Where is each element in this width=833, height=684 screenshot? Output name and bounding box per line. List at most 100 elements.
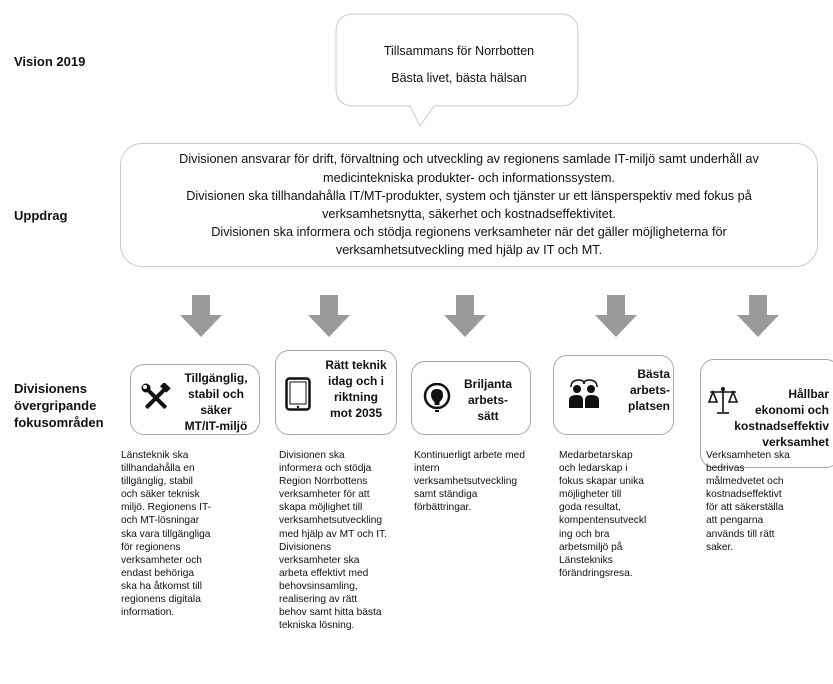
vision-line-1: Tillsammans för Norrbotten — [383, 44, 535, 58]
focus-areas-label: Divisionens övergripande fokusområden — [14, 380, 104, 431]
desc-line: information. — [121, 607, 175, 619]
desc-line: realisering av rätt — [279, 594, 358, 606]
desc-line: kostnadseffektivt — [706, 489, 782, 501]
desc-line: och säker teknisk — [121, 489, 200, 501]
desc-line: ing och bra — [559, 528, 610, 540]
tablet-icon — [285, 377, 311, 411]
desc-line: intern — [414, 463, 440, 475]
lightbulb-icon — [423, 383, 451, 412]
title-line: Briljanta — [463, 377, 512, 391]
title-line: stabil och — [187, 387, 244, 401]
title-line: arbets- — [629, 383, 670, 397]
focus-card-basta-arbetsplatsen: Bästa arbets- platsen — [553, 355, 674, 435]
desc-line: Länsteknik ska — [121, 450, 189, 461]
desc-line: verksamheter och — [121, 554, 202, 566]
vision-callout — [335, 13, 579, 127]
focus-card-tillganglig: Tillgänglig, stabil och säker MT/IT-milj… — [130, 364, 260, 435]
title-line: platsen — [627, 399, 670, 413]
down-arrow-icon — [595, 295, 637, 337]
desc-line: tillgänglig, stabil — [121, 476, 193, 488]
focus-description: Verksamheten ska bedrivas målmedvetet oc… — [706, 449, 826, 554]
focus-description: Divisionen ska informera och stödja Regi… — [279, 449, 409, 632]
desc-line: bedrivas — [706, 463, 745, 475]
uppdrag-box: Divisionen ansvarar för drift, förvaltni… — [120, 143, 818, 267]
desc-line: ska ha åtkomst till — [121, 580, 202, 592]
title-line: verksamhet — [762, 435, 829, 449]
desc-line: verksamheter ska — [279, 554, 360, 566]
focus-card-briljanta: Briljanta arbets- sätt — [411, 361, 531, 435]
desc-line: behovsinsamling, — [279, 580, 358, 592]
desc-line: verksamhetsutveckling — [279, 515, 383, 527]
scales-icon — [707, 387, 739, 414]
focus-label-line: övergripande — [14, 398, 97, 413]
uppdrag-line: verksamhetsutveckling med hjälp av IT oc… — [335, 243, 603, 258]
desc-line: ska vara tillgängliga — [121, 528, 211, 540]
down-arrow-icon — [308, 295, 350, 337]
desc-line: förändringsresa. — [559, 567, 633, 579]
desc-line: informera och stödja — [279, 463, 372, 475]
desc-line: målmedvetet och — [706, 476, 784, 488]
desc-line: att pengarna — [706, 515, 764, 527]
tools-icon — [141, 383, 171, 409]
focus-title: Bästa arbets- platsen — [604, 366, 670, 414]
title-line: riktning — [334, 390, 378, 404]
desc-line: verksamheter för att — [279, 489, 370, 501]
title-line: mot 2035 — [329, 406, 383, 420]
title-line: sätt — [477, 409, 499, 423]
desc-line: miljö. Regionens IT- — [121, 502, 212, 514]
desc-line: endast behöriga — [121, 567, 195, 579]
title-line: Bästa — [637, 367, 670, 381]
title-line: Hållbar — [788, 387, 829, 401]
title-line: arbets- — [467, 393, 508, 407]
uppdrag-line: Divisionen ska tillhandahålla IT/MT-prod… — [186, 188, 752, 203]
desc-line: Divisionen ska — [279, 450, 345, 461]
title-line: Rätt teknik — [325, 358, 387, 372]
down-arrow-icon — [737, 295, 779, 337]
uppdrag-line: verksamhetsnytta, säkerhet och kostnadse… — [322, 207, 616, 221]
uppdrag-line: Divisionen ansvarar för drift, förvaltni… — [179, 152, 759, 167]
desc-line: för att säkerställa — [706, 502, 784, 514]
desc-line: arbeta effektivt med — [279, 567, 369, 579]
desc-line: för regionens — [121, 541, 181, 553]
focus-title: Rätt teknik idag och i riktning mot 2035 — [316, 357, 396, 421]
down-arrow-icon — [180, 295, 222, 337]
title-line: MT/IT-miljö — [184, 419, 248, 433]
desc-line: förbättringar. — [414, 502, 472, 514]
desc-line: arbetsmiljö på — [559, 541, 623, 553]
vision-label: Vision 2019 — [14, 54, 86, 69]
title-line: idag och i — [327, 374, 384, 388]
desc-line: samt ständiga — [414, 489, 478, 501]
uppdrag-line: Divisionen ska informera och stödja regi… — [211, 225, 727, 240]
desc-line: behov samt hitta bästa — [279, 607, 382, 619]
desc-line: tekniska lösning. — [279, 620, 355, 632]
title-line: Tillgänglig, — [184, 371, 248, 385]
focus-title: Tillgänglig, stabil och säker MT/IT-milj… — [175, 370, 257, 434]
desc-line: används till rätt — [706, 528, 775, 540]
desc-line: regionens digitala — [121, 594, 201, 606]
focus-card-hallbar-ekonomi: Hållbar ekonomi och kostnadseffektiv ver… — [700, 359, 833, 468]
desc-line: och ledarskap i — [559, 463, 628, 475]
desc-line: Verksamheten ska — [706, 450, 790, 461]
desc-line: möjligheter till — [559, 489, 622, 501]
focus-description: Medarbetarskap och ledarskap i fokus ska… — [559, 449, 679, 580]
uppdrag-label: Uppdrag — [14, 208, 68, 223]
people-icon — [569, 379, 599, 408]
focus-label-line: fokusområden — [14, 415, 104, 430]
focus-title: Briljanta arbets- sätt — [458, 376, 518, 424]
desc-line: Region Norrbottens — [279, 476, 368, 488]
desc-line: Divisionens — [279, 541, 332, 553]
focus-title: Hållbar ekonomi och kostnadseffektiv ver… — [731, 386, 829, 450]
desc-line: skapa möjlighet till — [279, 502, 363, 514]
desc-line: Länstekniks — [559, 554, 613, 566]
desc-line: Medarbetarskap — [559, 450, 633, 461]
desc-line: Kontinuerligt arbete med — [414, 450, 525, 461]
desc-line: med hjälp av MT och IT. — [279, 528, 387, 540]
desc-line: saker. — [706, 541, 734, 553]
focus-description: Länsteknik ska tillhandahålla en tillgän… — [121, 449, 241, 619]
vision-line-2: Bästa livet, bästa hälsan — [391, 71, 527, 85]
desc-line: fokus skapar unika — [559, 476, 644, 488]
focus-description: Kontinuerligt arbete med intern verksamh… — [414, 449, 554, 514]
uppdrag-line: medicintekniska produkter- och informati… — [323, 170, 615, 185]
desc-line: och MT-lösningar — [121, 515, 200, 527]
desc-line: kompentensutveckl — [559, 515, 647, 527]
